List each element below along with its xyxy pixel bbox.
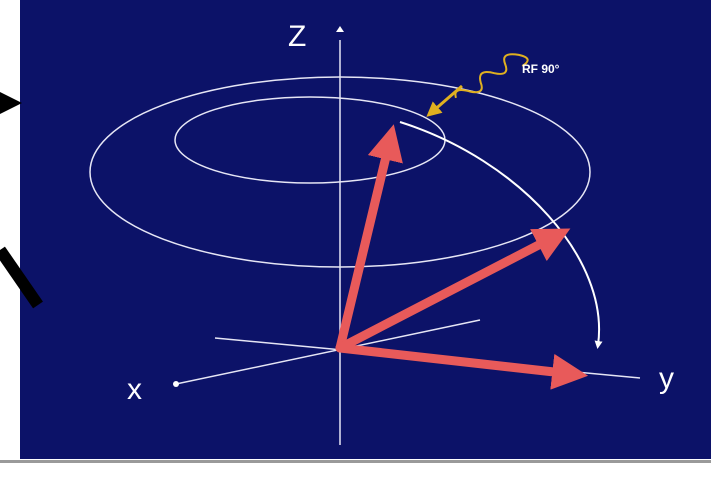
z-axis-label: Z bbox=[288, 20, 307, 53]
footer-divider bbox=[0, 460, 711, 463]
y-axis-label: y bbox=[659, 362, 674, 395]
small-ellipse bbox=[174, 96, 446, 184]
left-edge-arrows bbox=[0, 92, 43, 309]
x-axis-label: x bbox=[127, 373, 142, 406]
x-axis bbox=[175, 319, 481, 385]
rf-pulse-label: RF 90° bbox=[522, 62, 560, 76]
z-axis-tip bbox=[336, 26, 344, 32]
rf-wave-icon bbox=[426, 53, 529, 117]
arrow-icon bbox=[0, 92, 22, 114]
rotation-arc bbox=[399, 121, 603, 349]
diagonal-bar bbox=[0, 246, 43, 309]
x-axis-dot bbox=[173, 381, 179, 387]
vector-z bbox=[335, 124, 403, 353]
magnetization-vectors bbox=[335, 124, 589, 390]
vector-y bbox=[335, 343, 589, 390]
vector-mid bbox=[335, 228, 571, 353]
